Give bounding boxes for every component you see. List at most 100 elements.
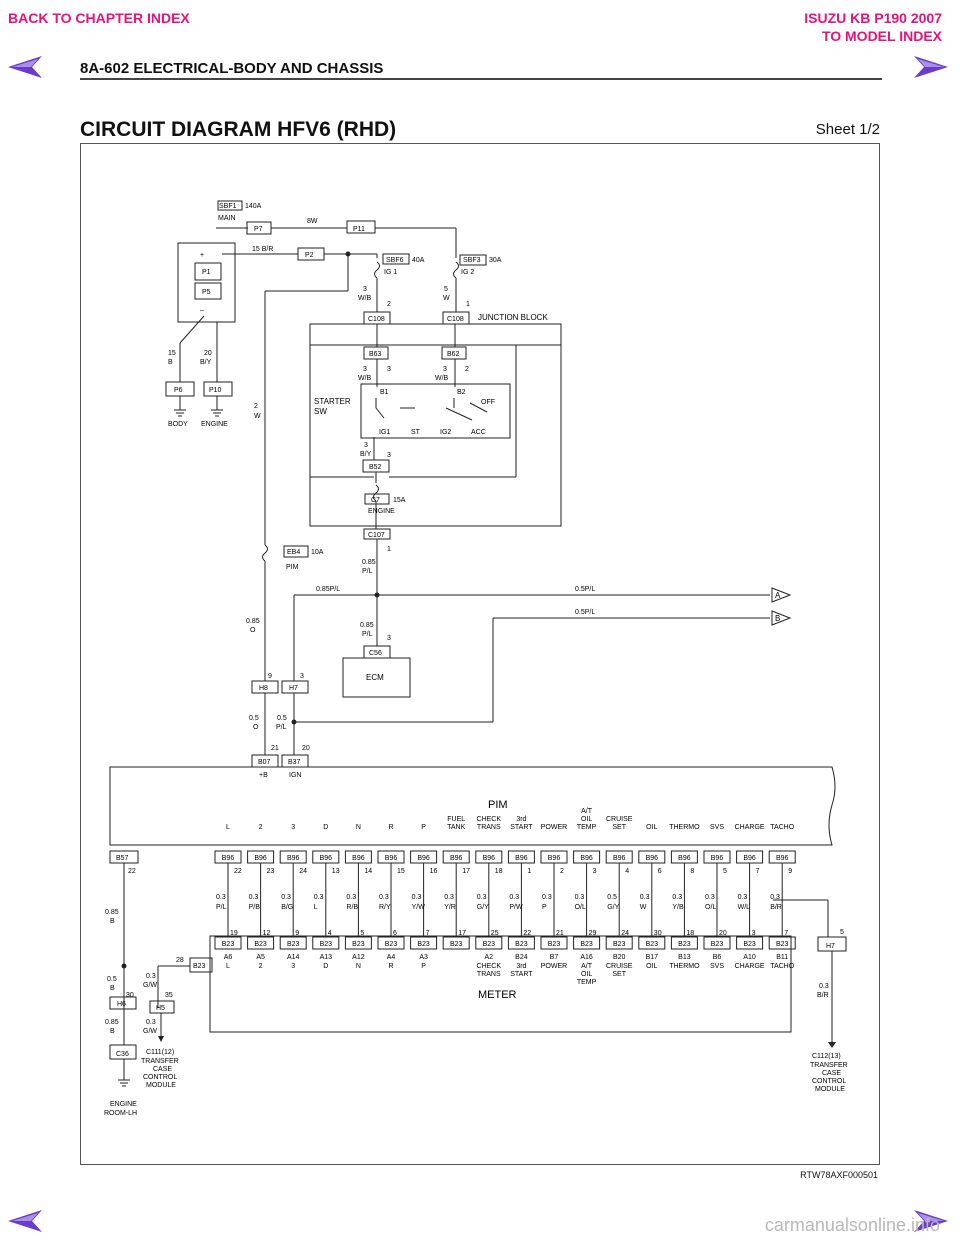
wire-size: 0.3 bbox=[509, 894, 519, 901]
meter-terminal-label: P bbox=[421, 963, 426, 970]
back-to-chapter-index-link[interactable]: BACK TO CHAPTER INDEX bbox=[8, 10, 190, 26]
meter-terminal-label: TRANS bbox=[477, 971, 501, 978]
pim-signal-name: 3 bbox=[291, 824, 295, 831]
wire-color: G/Y bbox=[607, 904, 619, 911]
ground-right-size: 20 bbox=[204, 350, 212, 357]
meter-terminal-label: 2 bbox=[259, 963, 263, 970]
meter-connector bbox=[768, 936, 796, 950]
wire-size: 0.3 bbox=[672, 894, 682, 901]
pim-pin: 5 bbox=[723, 868, 727, 875]
meter-terminal-label: D bbox=[323, 963, 328, 970]
next-page-arrow-bottom-icon[interactable] bbox=[910, 1208, 950, 1234]
pim-pin: 2 bbox=[560, 868, 564, 875]
pim-signal-name: OIL bbox=[581, 816, 592, 823]
conn-p2: P2 bbox=[305, 252, 314, 259]
conn-c56: C56 bbox=[369, 650, 382, 657]
model-title-link[interactable]: ISUZU KB P190 2007 bbox=[804, 10, 942, 26]
h8-id: H8 bbox=[259, 685, 268, 692]
w-05b-color: B bbox=[110, 985, 115, 992]
pim-signal-name: 3rd bbox=[516, 816, 526, 823]
meter-connector bbox=[279, 936, 307, 950]
w-3wb-color: W/B bbox=[358, 295, 372, 302]
pim-connector-id: B96 bbox=[548, 855, 561, 862]
w-085pl2-color: P/L bbox=[362, 631, 373, 638]
meter-connector-id: B23 bbox=[580, 941, 593, 948]
pim-signal-name: TRANS bbox=[477, 824, 501, 831]
conn-b62: B62 bbox=[447, 351, 460, 358]
meter-terminal-label: 3 bbox=[291, 963, 295, 970]
wire-color: P/B bbox=[249, 904, 261, 911]
w-3by-color: B/Y bbox=[360, 451, 372, 458]
meter-connector-id: B23 bbox=[450, 941, 463, 948]
wire-color: P/W bbox=[509, 904, 523, 911]
pim-signal-name: N bbox=[356, 824, 361, 831]
meter-pin: 22 bbox=[523, 930, 531, 937]
battery-minus: – bbox=[200, 307, 204, 314]
pim-connector-id: B96 bbox=[776, 855, 789, 862]
pim-connector-id: B96 bbox=[385, 855, 398, 862]
pim-connector-id: B96 bbox=[450, 855, 463, 862]
tccm-left-l1: TRANSFER bbox=[141, 1058, 179, 1065]
meter-connector-id: B23 bbox=[483, 941, 496, 948]
meter-pin: 7 bbox=[426, 930, 430, 937]
ground-right-conn: P10 bbox=[209, 387, 222, 394]
battery-p5: P5 bbox=[202, 289, 211, 296]
next-page-arrow-icon[interactable] bbox=[910, 54, 950, 80]
pim-signal-name: THERMO bbox=[669, 824, 700, 831]
meter-terminal-label: THERMO bbox=[669, 963, 700, 970]
meter-connector bbox=[214, 936, 242, 950]
w-05o-size: 0.5 bbox=[249, 715, 259, 722]
meter-pin: 25 bbox=[491, 930, 499, 937]
w-085b2-color: B bbox=[110, 1028, 115, 1035]
sbf6-label: IG 1 bbox=[384, 269, 397, 276]
wire-size: 0.3 bbox=[444, 894, 454, 901]
w-085pl-size: 0.85 bbox=[362, 559, 376, 566]
pim-signal-name: TEMP bbox=[577, 824, 597, 831]
pim-connector-id: B96 bbox=[222, 855, 235, 862]
meter-terminal-label: 3rd bbox=[516, 963, 526, 970]
h6-pin: 30 bbox=[126, 992, 134, 999]
wire-size: 0.3 bbox=[640, 894, 650, 901]
figure-code: RTW78AXF000501 bbox=[800, 1170, 878, 1180]
h5-id: H5 bbox=[156, 1005, 165, 1012]
meter-connector-id: B23 bbox=[385, 941, 398, 948]
meter-terminal: A14 bbox=[287, 954, 300, 961]
battery-p1: P1 bbox=[202, 269, 211, 276]
starter-acc: ACC bbox=[471, 429, 486, 436]
meter-terminal: A16 bbox=[580, 954, 593, 961]
previous-page-arrow-bottom-icon[interactable] bbox=[6, 1208, 46, 1234]
wire-size: 0.3 bbox=[542, 894, 552, 901]
meter-terminal: B11 bbox=[776, 954, 788, 961]
to-model-index-link[interactable]: TO MODEL INDEX bbox=[821, 28, 942, 44]
w-085b-size: 0.85 bbox=[105, 909, 119, 916]
meter-terminal: A4 bbox=[387, 954, 396, 961]
meter-connector-id: B23 bbox=[515, 941, 528, 948]
c107-pin: 1 bbox=[387, 546, 391, 553]
meter-pin: 7 bbox=[784, 930, 788, 937]
pim-signal-name: 2 bbox=[259, 824, 263, 831]
meter-connector bbox=[703, 936, 731, 950]
ecm-label: ECM bbox=[366, 673, 384, 682]
h6-id: H6 bbox=[117, 1001, 126, 1008]
starter-label-1: STARTER bbox=[314, 397, 351, 406]
w-03gw2-color: G/W bbox=[143, 1028, 157, 1035]
ground-left-color: B bbox=[168, 359, 173, 366]
meter-terminal-label: START bbox=[510, 971, 533, 978]
w-085pl-top: 0.85P/L bbox=[316, 586, 340, 593]
w-03gw-color: G/W bbox=[143, 982, 157, 989]
w-3wb3-pin: 2 bbox=[465, 366, 469, 373]
pim-connector-id: B96 bbox=[515, 855, 528, 862]
w-05pl-c-color: P/L bbox=[276, 724, 287, 731]
w-5w-color: W bbox=[443, 295, 450, 302]
w-3wb-size: 3 bbox=[363, 286, 367, 293]
pim-pin: 24 bbox=[299, 868, 307, 875]
header-divider bbox=[80, 78, 882, 80]
wire-color: W/L bbox=[738, 904, 751, 911]
h5-pin: 35 bbox=[165, 992, 173, 999]
previous-page-arrow-icon[interactable] bbox=[6, 54, 46, 80]
meter-connector bbox=[475, 936, 503, 950]
w-3wb3-color: W/B bbox=[435, 375, 449, 382]
meter-connector-id: B23 bbox=[678, 941, 691, 948]
pim-signal-name: CRUISE bbox=[606, 816, 633, 823]
